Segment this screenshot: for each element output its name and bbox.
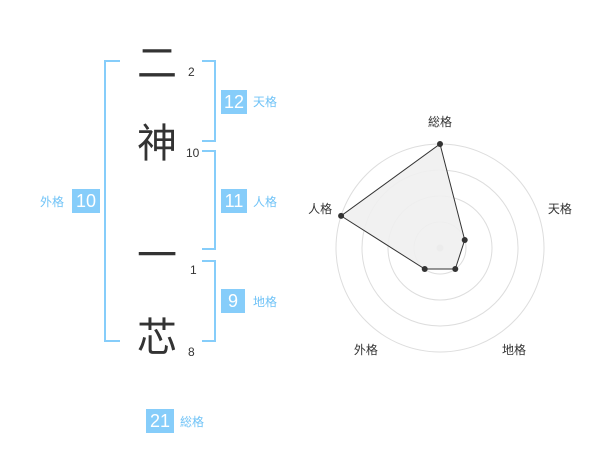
stroke-count-1: 2 bbox=[188, 65, 195, 79]
radar-axis-label-1: 総格 bbox=[428, 114, 452, 129]
radar-axis-label-3: 地格 bbox=[502, 342, 526, 357]
gaikaku-bracket bbox=[104, 60, 120, 342]
soukaku-label: 総格 bbox=[180, 415, 205, 429]
chikaku-bracket bbox=[202, 260, 216, 342]
name-char-2: 神 bbox=[137, 121, 177, 167]
radar-point-2 bbox=[461, 236, 468, 243]
tenkaku-bracket bbox=[202, 60, 216, 142]
radar-point-3 bbox=[452, 266, 459, 273]
jinkaku-bracket bbox=[202, 150, 216, 250]
jinkaku-value: 11 bbox=[221, 189, 247, 213]
gaikaku-value: 10 bbox=[72, 189, 100, 213]
tenkaku-value: 12 bbox=[221, 90, 247, 114]
stroke-count-2: 10 bbox=[186, 146, 200, 160]
radar-axis-label-5: 人格 bbox=[308, 201, 332, 216]
radar-point-1 bbox=[437, 141, 443, 147]
radar-axis-label-2: 天格 bbox=[548, 201, 572, 216]
radar-area bbox=[340, 143, 466, 270]
radar-point-4 bbox=[421, 266, 428, 273]
radar-point-5 bbox=[338, 212, 345, 219]
chikaku-label: 地格 bbox=[253, 295, 278, 309]
name-char-4: 芯 bbox=[137, 315, 177, 361]
stroke-count-4: 8 bbox=[188, 345, 195, 359]
name-char-3: 一 bbox=[137, 233, 177, 279]
stroke-count-3: 1 bbox=[190, 263, 197, 277]
jinkaku-label: 人格 bbox=[253, 195, 278, 209]
soukaku-value: 21 bbox=[146, 409, 174, 433]
chikaku-value: 9 bbox=[221, 289, 245, 313]
tenkaku-label: 天格 bbox=[253, 95, 278, 109]
name-char-1: 二 bbox=[137, 41, 177, 87]
radar-axis-label-4: 外格 bbox=[354, 342, 378, 357]
gaikaku-label: 外格 bbox=[40, 195, 65, 209]
